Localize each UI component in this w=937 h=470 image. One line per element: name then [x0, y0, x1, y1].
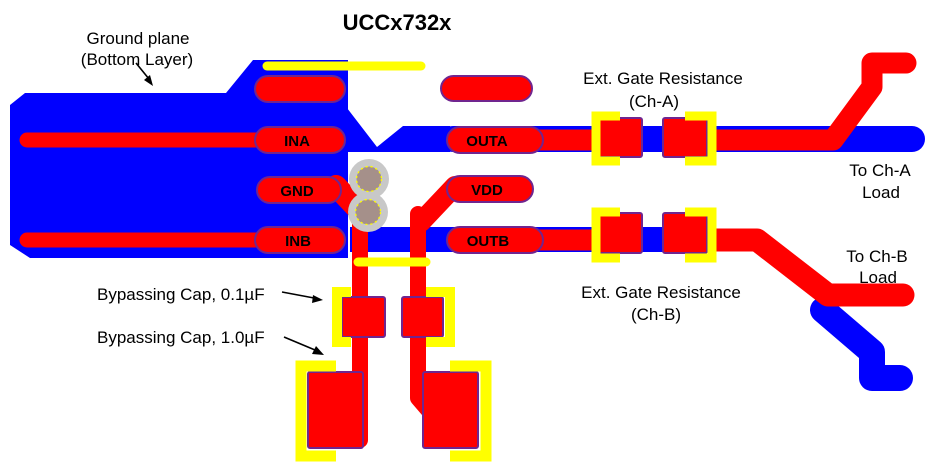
inb-pad-label: INB — [285, 233, 311, 250]
outb-trace-to-load — [680, 228, 915, 307]
cap-small-arrow-line — [281, 291, 315, 299]
vdd-pad-label: VDD — [471, 182, 503, 199]
ground-plane-neck-wedge — [347, 108, 450, 152]
load-b-label-line2: Load — [859, 268, 897, 287]
cap-large-arrowhead — [312, 346, 324, 355]
outb-pad-label: OUTB — [467, 233, 510, 250]
ext-gate-b-label-line2: (Ch-B) — [631, 305, 681, 324]
pad-fill-group — [254, 75, 708, 449]
load-b-label-line1: To Ch-B — [846, 247, 907, 266]
outb-pad — [446, 226, 544, 254]
cap-large-pad-right — [422, 371, 479, 449]
ina-pad-label: INA — [284, 133, 310, 150]
ground-plane-arrow-line — [135, 62, 150, 80]
via-hole-top — [356, 166, 382, 192]
outa-pad-label: OUTA — [466, 133, 508, 150]
resistor-b-silkscreen-right — [685, 207, 717, 263]
cap-small-silkscreen-right — [426, 287, 455, 347]
ground-plane-arrowhead — [144, 75, 153, 86]
ina-pad — [254, 126, 346, 154]
cap-large-arrow-line — [283, 336, 316, 351]
load-a-label-line1: To Ch-A — [849, 161, 911, 180]
gnd-pad-label: GND — [280, 183, 314, 200]
ground-plane-label-line2: (Bottom Layer) — [81, 50, 193, 69]
arrow-group — [135, 62, 316, 351]
arrowhead-group — [144, 75, 324, 355]
ext-gate-a-label-line2: (Ch-A) — [629, 92, 679, 111]
resistor-b-pad-right — [662, 212, 708, 254]
outa-pad — [446, 126, 544, 154]
resistor-a-pad-left — [597, 117, 643, 158]
ground-plane-region — [10, 60, 348, 258]
unused-pin-pad-right — [440, 75, 533, 102]
cap-small-arrowhead — [312, 295, 323, 303]
resistor-a-silkscreen-left — [591, 111, 620, 166]
ground-plane-label-line1: Ground plane — [86, 29, 189, 48]
resistor-a-silkscreen-right — [685, 111, 717, 166]
cap-large-silkscreen-left — [295, 360, 336, 462]
pad-outline-group — [254, 75, 708, 449]
resistor-b-silkscreen-left — [591, 207, 620, 263]
text-group: UCCx732x Ground plane (Bottom Layer) Ext… — [81, 10, 912, 347]
unused-pin-pad-left — [254, 75, 346, 103]
load-b-bottom-trace — [810, 297, 913, 391]
diagram-title: UCCx732x — [343, 10, 453, 35]
cap-small-pad-right — [401, 296, 444, 338]
inb-pad — [254, 226, 346, 254]
ext-gate-a-label-line1: Ext. Gate Resistance — [583, 69, 743, 88]
cap-small-silkscreen-left — [332, 287, 351, 347]
ext-gate-b-label-line1: Ext. Gate Resistance — [581, 283, 741, 302]
bottom-copper-stroke-group — [810, 297, 913, 391]
outa-trace-to-load — [681, 52, 917, 151]
via-dash-top — [355, 165, 383, 193]
resistor-a-pad-right — [662, 117, 708, 158]
via-dash-group — [354, 165, 383, 226]
cap-small-pad-left — [341, 296, 386, 338]
resistor-b-pad-left — [597, 212, 643, 254]
bypass-cap-small-label: Bypassing Cap, 0.1µF — [97, 285, 265, 304]
via-hole-group — [355, 166, 382, 225]
cap-large-silkscreen-right — [450, 360, 492, 462]
gnd-pad — [256, 176, 342, 204]
bypass-cap-large-label: Bypassing Cap, 1.0µF — [97, 328, 265, 347]
cap-large-pad-left — [307, 371, 364, 449]
load-a-label-line2: Load — [862, 183, 900, 202]
via-hole-bottom — [355, 199, 381, 225]
silkscreen-group — [262, 61, 717, 462]
via-dash-bottom — [354, 198, 382, 226]
vdd-pad — [446, 175, 534, 203]
